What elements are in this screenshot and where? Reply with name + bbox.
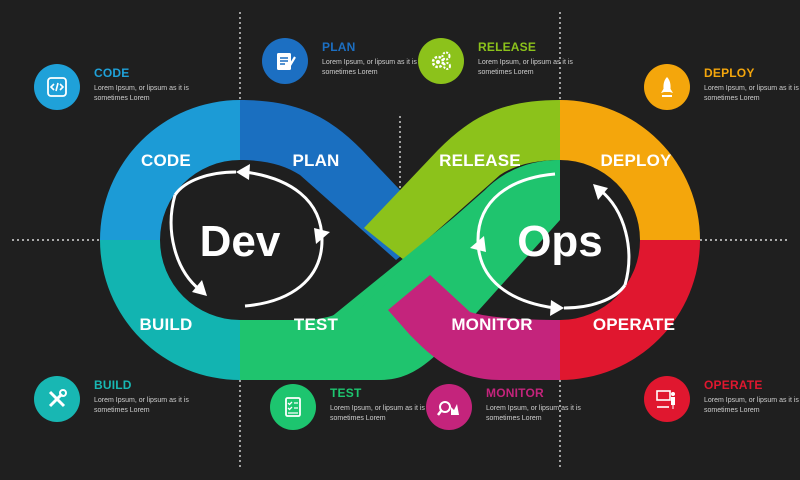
ring-label-deploy: DEPLOY: [600, 151, 672, 170]
callout-title: OPERATE: [704, 378, 763, 392]
rocket-icon: [644, 64, 690, 110]
segment-build: [100, 240, 240, 380]
presenter-icon: [644, 376, 690, 422]
callout-title: TEST: [330, 386, 362, 400]
ring-label-plan: PLAN: [292, 151, 339, 170]
ops-cycle-arrows: [470, 172, 631, 316]
infinity-ring: [100, 100, 700, 380]
callout-title: MONITOR: [486, 386, 544, 400]
tools-icon: [34, 376, 80, 422]
segment-deploy: [560, 100, 700, 240]
checklist-icon: [270, 384, 316, 430]
ring-label-monitor: MONITOR: [451, 315, 532, 334]
ring-label-code: CODE: [141, 151, 191, 170]
segment-monitor: [388, 275, 560, 380]
callout-title: PLAN: [322, 40, 356, 54]
magnifier-chart-icon: [426, 384, 472, 430]
segment-operate: [560, 240, 700, 380]
callout-desc: Lorem Ipsum, or lipsum as it is sometime…: [330, 405, 425, 422]
clipboard-pen-icon: [262, 38, 308, 84]
segment-release: [364, 100, 560, 260]
callout-desc: Lorem Ipsum, or lipsum as it is sometime…: [94, 397, 189, 414]
callout-desc: Lorem Ipsum, or lipsum as it is sometime…: [94, 85, 189, 102]
code-icon: [34, 64, 80, 110]
callout-desc: Lorem Ipsum, or lipsum as it is sometime…: [478, 59, 573, 76]
callout-desc: Lorem Ipsum, or lipsum as it is sometime…: [486, 405, 581, 422]
gears-icon: [418, 38, 464, 84]
callout-title: DEPLOY: [704, 66, 755, 80]
ring-label-release: RELEASE: [439, 151, 521, 170]
callout-title: CODE: [94, 66, 130, 80]
callout-desc: Lorem Ipsum, or lipsum as it is sometime…: [704, 85, 799, 102]
callout-title: RELEASE: [478, 40, 537, 54]
segment-code: [100, 100, 240, 240]
dev-cycle-arrows: [169, 164, 330, 308]
ring-label-test: TEST: [294, 315, 339, 334]
callout-title: BUILD: [94, 378, 132, 392]
ops-label: Ops: [517, 217, 603, 266]
ring-label-operate: OPERATE: [593, 315, 675, 334]
dev-label: Dev: [200, 217, 281, 266]
segment-test-crossing: [330, 160, 560, 318]
callout-desc: Lorem Ipsum, or lipsum as it is sometime…: [704, 397, 799, 414]
ring-label-build: BUILD: [140, 315, 193, 334]
callout-desc: Lorem Ipsum, or lipsum as it is sometime…: [322, 59, 417, 76]
